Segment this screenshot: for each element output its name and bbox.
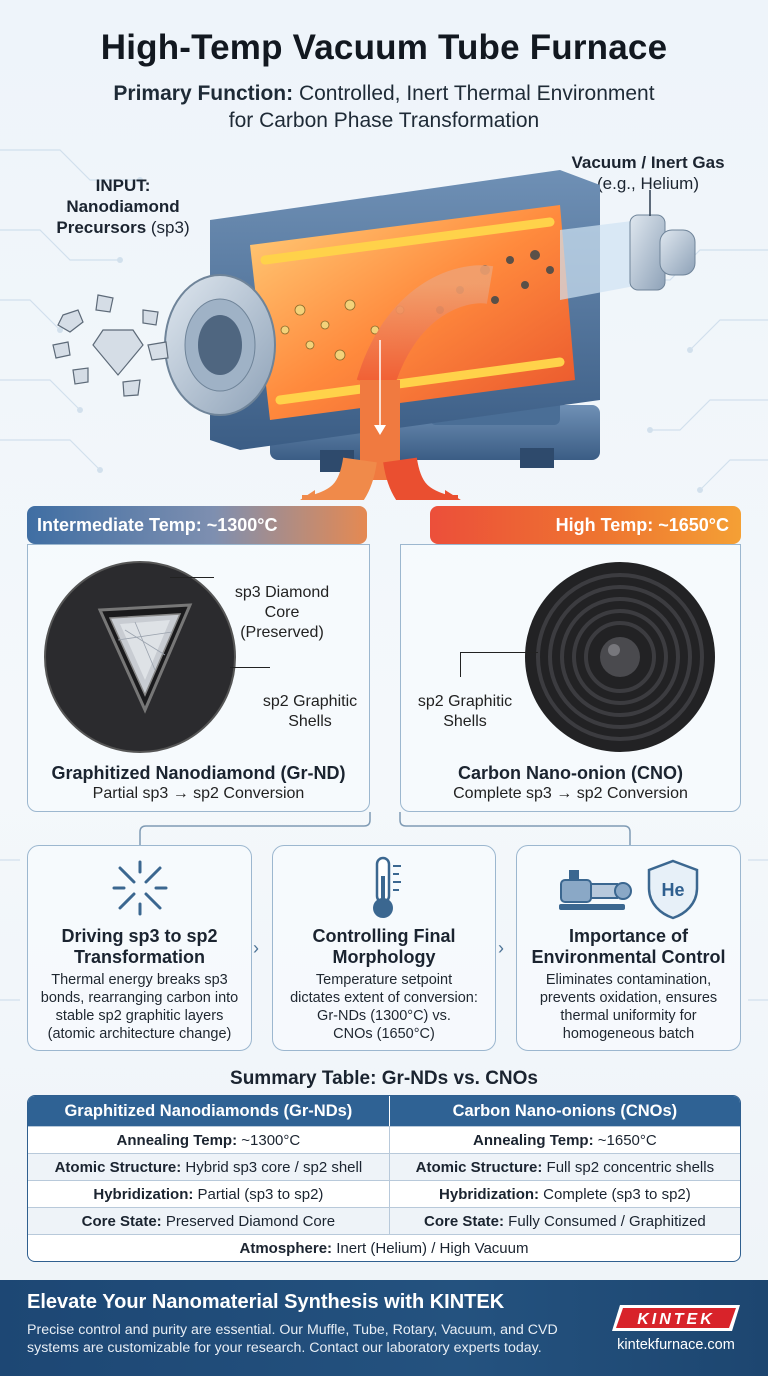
card-3-title-1: Importance of <box>568 926 688 946</box>
summary-header-row: Graphitized Nanodiamonds (Gr-NDs) Carbon… <box>28 1096 740 1126</box>
callout-core: sp3 Diamond Core (Preserved) <box>212 583 352 643</box>
gr-nd-sub: Partial sp3 → sp2 Conversion <box>92 785 305 802</box>
kintek-logo[interactable]: KINTEK <box>612 1305 740 1331</box>
connector-lines <box>139 812 631 846</box>
website-link[interactable]: kintekfurnace.com <box>617 1337 735 1353</box>
summary-title: Summary Table: Gr-NDs vs. CNOs <box>230 1068 538 1089</box>
table-cell: Hybridization: Complete (sp3 to sp2) <box>388 1180 740 1207</box>
callout-shell-left-1: sp2 Graphitic <box>262 693 358 710</box>
subtitle-line1: Controlled, Inert Thermal Environment <box>293 82 655 105</box>
callout-core-2: Core <box>264 604 300 621</box>
footer-heading: Elevate Your Nanomaterial Synthesis with… <box>27 1291 505 1313</box>
summary-header-cno: Carbon Nano-onions (CNOs) <box>388 1096 740 1126</box>
process-flow-arrow <box>356 265 494 391</box>
input-line3-sp: (sp3) <box>146 218 190 237</box>
callout-shell-left-2: Shells <box>288 713 332 730</box>
input-line1: INPUT: <box>95 176 151 195</box>
callout-core-1: sp3 Diamond <box>234 584 330 601</box>
input-line3: Precursors <box>56 218 147 237</box>
heating-elements <box>260 217 565 405</box>
card-3-body-3: thermal uniformity for <box>560 1008 697 1024</box>
callout-shell-line <box>230 667 270 668</box>
callout-shell-left: sp2 Graphitic Shells <box>240 692 380 732</box>
table-cell: Core State: Fully Consumed / Graphitized <box>388 1207 740 1234</box>
page-subtitle: Primary Function: Controlled, Inert Ther… <box>40 80 728 134</box>
card-3-title-2: Environmental Control <box>531 947 726 967</box>
kintek-logo-text: KINTEK <box>637 1311 715 1328</box>
callout-cno-vline <box>460 652 461 677</box>
bond-breaking-icon <box>112 860 168 916</box>
card-driving-transformation: Driving sp3 to sp2 Transformation Therma… <box>27 845 252 1051</box>
card-1-body-3: stable sp2 graphitic layers <box>55 1008 224 1024</box>
nanodiamond-precursors <box>52 294 169 397</box>
card-1-body-1: Thermal energy breaks sp3 <box>51 972 228 988</box>
gr-nd-particle <box>44 561 236 753</box>
callout-core-3: (Preserved) <box>240 624 324 641</box>
table-cell: Core State: Preserved Diamond Core <box>28 1207 389 1234</box>
summary-table: Graphitized Nanodiamonds (Gr-NDs) Carbon… <box>27 1095 741 1262</box>
table-cell: Atomic Structure: Hybrid sp3 core / sp2 … <box>28 1153 389 1180</box>
cno-particle <box>525 562 715 752</box>
subtitle-label: Primary Function: <box>113 82 294 105</box>
gr-nd-name: Graphitized Nanodiamond (Gr-ND) <box>51 763 346 783</box>
card-3-body-2: prevents oxidation, ensures <box>539 990 718 1006</box>
shield-text: He <box>661 880 684 900</box>
table-row: Hybridization: Partial (sp3 to sp2) Hybr… <box>28 1180 740 1207</box>
intermediate-temp-bar: Intermediate Temp: ~1300°C <box>27 506 367 544</box>
table-row: Atomic Structure: Hybrid sp3 core / sp2 … <box>28 1153 740 1180</box>
summary-header-grnd: Graphitized Nanodiamonds (Gr-NDs) <box>28 1096 389 1126</box>
helium-shield-icon: He <box>647 859 699 920</box>
card-environmental-control: He Importance of Environmental Control E… <box>516 845 741 1051</box>
inlet-flange <box>164 274 276 416</box>
footer-body: Precise control and purity are essential… <box>27 1321 597 1357</box>
cno-sub: Complete sp3 → sp2 Conversion <box>453 785 688 802</box>
card-2-body-3: Gr-NDs (1300°C) vs. <box>317 1008 451 1024</box>
card-1-title-2: Transformation <box>73 947 206 967</box>
card-2-body-4: CNOs (1650°C) <box>333 1026 435 1042</box>
thermometer-icon <box>373 856 401 918</box>
input-label: INPUT: Nanodiamond Precursors (sp3) <box>28 175 218 238</box>
table-row: Annealing Temp: ~1300°C Annealing Temp: … <box>28 1126 740 1153</box>
callout-shell-right: sp2 Graphitic Shells <box>405 692 525 732</box>
input-line2: Nanodiamond <box>66 197 180 216</box>
card-arrow-2: › <box>498 938 504 958</box>
cno-name: Carbon Nano-onion (CNO) <box>458 763 683 783</box>
card-2-body-1: Temperature setpoint <box>315 972 453 988</box>
footer-body-2: systems are customizable for your resear… <box>27 1340 542 1356</box>
table-row-atmosphere: Atmosphere: Inert (Helium) / High Vacuum <box>28 1234 740 1261</box>
high-temp-bar: High Temp: ~1650°C <box>430 506 741 544</box>
gas-label: Vacuum / Inert Gas (e.g., Helium) <box>548 152 748 194</box>
table-cell: Atomic Structure: Full sp2 concentric sh… <box>388 1153 740 1180</box>
card-2-title-1: Controlling Final <box>312 926 456 946</box>
subtitle-line2: for Carbon Phase Transformation <box>228 109 540 132</box>
callout-shell-right-2: Shells <box>443 713 487 730</box>
gas-line2: (e.g., Helium) <box>596 174 700 193</box>
table-cell: Annealing Temp: ~1650°C <box>388 1126 740 1153</box>
gas-line1: Vacuum / Inert Gas <box>571 153 725 172</box>
card-arrow-1: › <box>253 938 259 958</box>
card-1-body-4: (atomic architecture change) <box>47 1026 232 1042</box>
table-cell: Hybridization: Partial (sp3 to sp2) <box>28 1180 389 1207</box>
footer-body-1: Precise control and purity are essential… <box>27 1322 558 1338</box>
vacuum-pump-icon <box>559 870 632 910</box>
callout-core-line <box>170 577 214 578</box>
card-1-title-1: Driving sp3 to sp2 <box>61 926 218 946</box>
card-1-body-2: bonds, rearranging carbon into <box>40 990 239 1006</box>
callout-cno-hline <box>460 652 538 653</box>
table-row: Core State: Preserved Diamond Core Core … <box>28 1207 740 1234</box>
callout-shell-right-1: sp2 Graphitic <box>417 693 513 710</box>
page-title: High-Temp Vacuum Tube Furnace <box>100 28 668 67</box>
table-cell-atmosphere: Atmosphere: Inert (Helium) / High Vacuum <box>28 1234 740 1261</box>
card-3-body-4: homogeneous batch <box>562 1026 695 1042</box>
card-2-title-2: Morphology <box>332 947 436 967</box>
table-cell: Annealing Temp: ~1300°C <box>28 1126 389 1153</box>
card-3-body-1: Eliminates contamination, <box>545 972 712 988</box>
card-2-body-2: dictates extent of conversion: <box>290 990 478 1006</box>
card-controlling-morphology: Controlling Final Morphology Temperature… <box>272 845 496 1051</box>
furnace-illustration <box>164 170 696 500</box>
